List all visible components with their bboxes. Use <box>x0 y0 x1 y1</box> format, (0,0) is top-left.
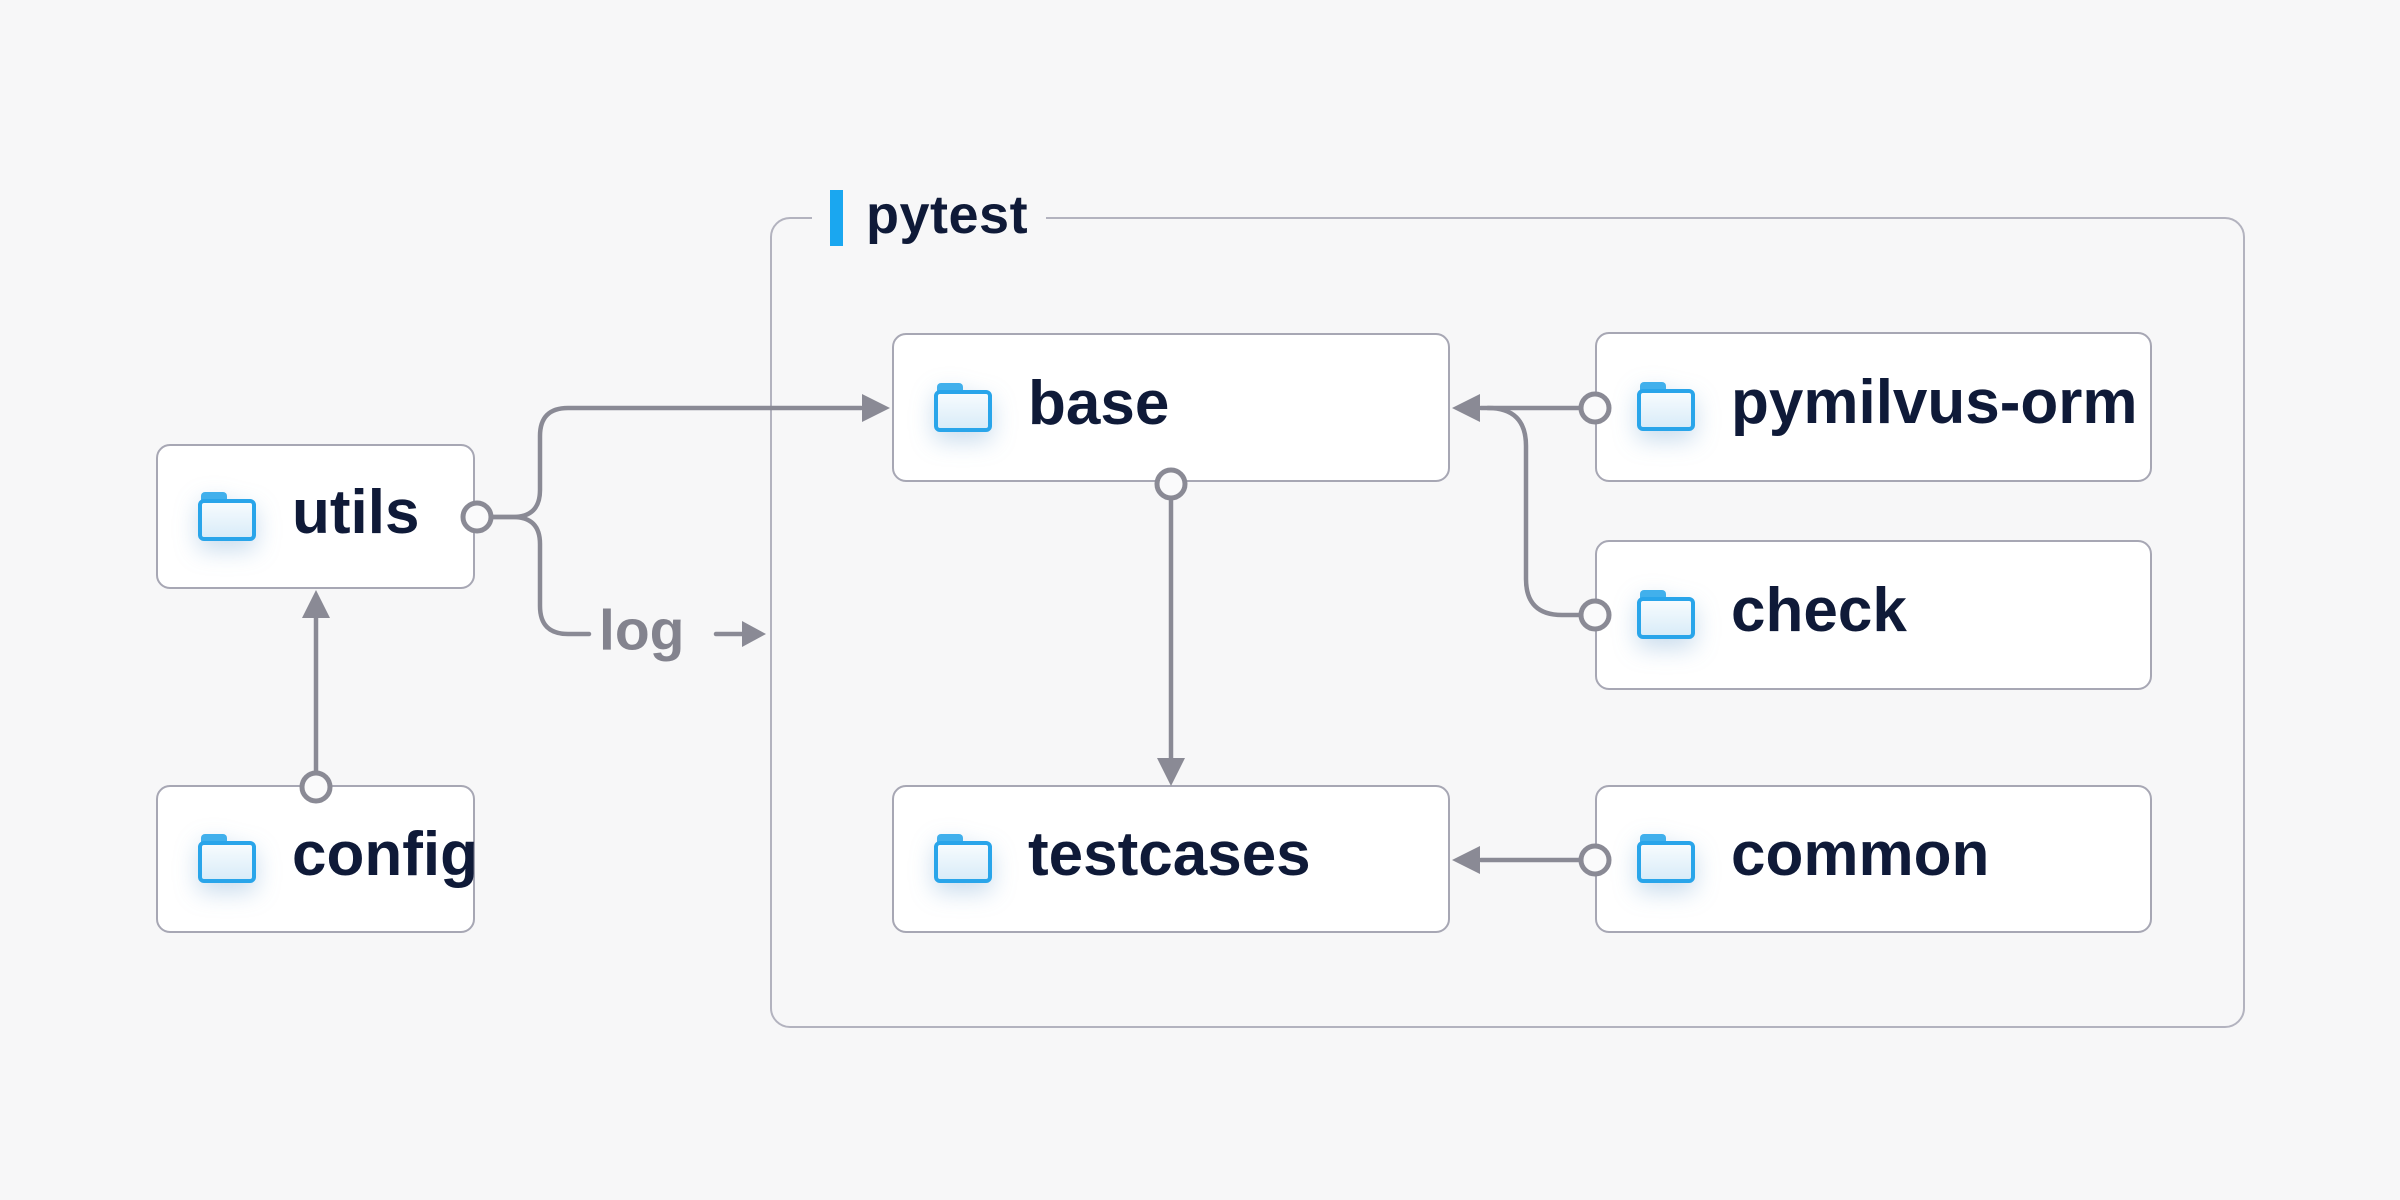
node-config: config <box>156 785 478 933</box>
folder-icon <box>1637 382 1695 431</box>
node-common: common <box>1595 785 2152 933</box>
folder-icon <box>934 834 992 883</box>
node-check-label: check <box>1731 576 1907 645</box>
node-utils: utils <box>156 444 475 589</box>
pytest-group: pytest <box>770 188 2245 1028</box>
pytest-group-title: pytest <box>866 185 1029 245</box>
edge-label-log: log <box>599 598 685 663</box>
folder-icon <box>198 834 256 883</box>
node-pymilvus-orm: pymilvus-orm <box>1595 332 2152 482</box>
node-utils-label: utils <box>292 477 420 547</box>
node-base-label: base <box>1028 368 1170 438</box>
node-base: base <box>892 333 1450 482</box>
node-check: check <box>1595 540 2152 690</box>
node-common-label: common <box>1731 820 1990 889</box>
pytest-group-label: pytest <box>812 185 1047 248</box>
folder-icon <box>1637 590 1695 639</box>
folder-icon <box>1637 834 1695 883</box>
node-config-label: config <box>292 820 478 889</box>
edge-config-utils <box>299 590 333 804</box>
arrowhead-up <box>302 590 330 618</box>
node-testcases: testcases <box>892 785 1450 933</box>
folder-icon <box>934 382 992 432</box>
arrowhead-right-small <box>742 621 766 647</box>
node-testcases-label: testcases <box>1028 820 1311 889</box>
accent-bar <box>830 190 843 246</box>
node-pymilvus-orm-label: pymilvus-orm <box>1731 368 2138 437</box>
folder-icon <box>198 491 256 541</box>
